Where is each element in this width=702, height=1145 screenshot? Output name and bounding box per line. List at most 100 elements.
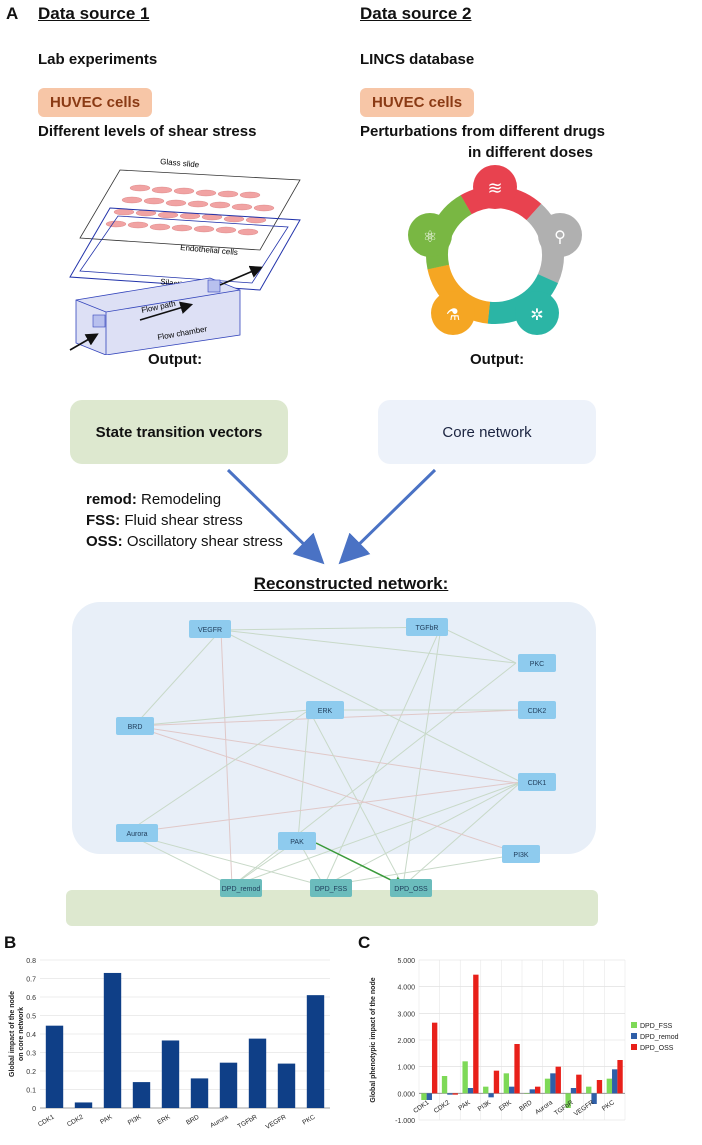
source1-subtitle: Lab experiments bbox=[38, 51, 158, 68]
chart-c-xtick: Aurora bbox=[534, 1099, 554, 1116]
source2-description-line2: in different doses bbox=[468, 144, 594, 161]
node-vegfr-label: VEGFR bbox=[198, 627, 222, 634]
chart-c-xtick: ERK bbox=[498, 1099, 514, 1113]
merge-arrows bbox=[226, 468, 437, 565]
node-aurora-label: Aurora bbox=[126, 831, 147, 838]
node-aurora bbox=[116, 824, 158, 842]
chart-c-xtick: CDK2 bbox=[433, 1099, 452, 1115]
chart-c-bar-dpd-remod bbox=[591, 1093, 597, 1104]
flow-chamber-box bbox=[75, 277, 241, 355]
chart-b-ytick: 0.6 bbox=[26, 995, 36, 1002]
core-network-background bbox=[72, 602, 596, 854]
source1-title: Data source 1 bbox=[38, 4, 150, 23]
chart-b-xtick: PAK bbox=[99, 1113, 114, 1126]
chart-b-bar bbox=[132, 1082, 151, 1108]
node-pak bbox=[278, 832, 316, 850]
node-dpd-fss bbox=[310, 879, 352, 897]
node-pi3k bbox=[502, 845, 540, 863]
chart-c-legend-label: DPD_OSS bbox=[640, 1045, 674, 1052]
chart-c-ytick: 1.000 bbox=[397, 1065, 415, 1072]
node-pi3k-label: PI3K bbox=[513, 852, 529, 859]
chart-c-bar-dpd-remod bbox=[426, 1093, 432, 1100]
chart-c-ytick: 5.000 bbox=[397, 958, 415, 965]
chart-b-ylabel-2: on core network bbox=[18, 1007, 25, 1061]
chart-c-bar-dpd-remod bbox=[509, 1086, 515, 1094]
chart-b-ytick: 0.7 bbox=[26, 977, 36, 984]
chart-c: -1.0000.0001.0002.0003.0004.0005.000CDK1… bbox=[370, 958, 679, 1125]
network-edges bbox=[125, 626, 522, 887]
chart-c-bar-dpd-remod bbox=[529, 1089, 535, 1094]
chart-c-ytick: -1.000 bbox=[395, 1118, 415, 1125]
reconstructed-network-title: Reconstructed network: bbox=[253, 574, 449, 593]
chart-b-bar bbox=[45, 1025, 64, 1108]
arrow-from-state-vectors bbox=[226, 468, 325, 565]
chart-c-bar-dpd-fss bbox=[503, 1073, 510, 1094]
chart-c-xtick: PKC bbox=[601, 1099, 616, 1113]
chart-b-ytick: 0.5 bbox=[26, 1014, 36, 1021]
flow-chamber-illustration: Glass slide Endothelial cells Silastic g… bbox=[69, 157, 301, 355]
glass-slide-label: Glass slide bbox=[160, 157, 200, 169]
source2-output-label: Output: bbox=[470, 351, 525, 368]
chart-b-xtick: ERK bbox=[156, 1113, 172, 1126]
lincs-ring-illustration: ≋ ⚲ ✲ ⚗ ⚛ bbox=[408, 165, 582, 335]
chart-c-bar-dpd-fss bbox=[462, 1061, 468, 1094]
panel-letter-a: A bbox=[6, 4, 19, 23]
chart-b-bar bbox=[219, 1062, 238, 1108]
chart-c-bar-dpd-oss bbox=[596, 1080, 603, 1094]
state-transition-vectors-box: State transition vectors bbox=[70, 400, 288, 464]
molecule-icon: ⚛ bbox=[423, 229, 437, 246]
chart-c-bar-dpd-oss bbox=[534, 1086, 541, 1094]
node-pkc-label: PKC bbox=[530, 661, 544, 668]
chart-c-bar-dpd-fss bbox=[483, 1086, 489, 1094]
node-pkc bbox=[518, 654, 556, 672]
node-dpd-oss bbox=[390, 879, 432, 897]
chart-b-xtick: PKC bbox=[301, 1114, 316, 1127]
chart-c-bar-dpd-remod bbox=[447, 1093, 453, 1095]
legend-remod: remod: Remodeling bbox=[86, 491, 222, 508]
chart-b-ytick: 0.4 bbox=[26, 1032, 36, 1039]
ring-segment-orange bbox=[426, 186, 564, 324]
legend-oss: OSS: Oscillatory shear stress bbox=[86, 533, 283, 550]
chart-b-bar bbox=[74, 1102, 93, 1108]
chart-c-bar-dpd-oss bbox=[617, 1060, 623, 1094]
node-tgfbr bbox=[406, 618, 448, 636]
chart-c-bar-dpd-oss bbox=[452, 1093, 458, 1095]
pills-icon-bg bbox=[515, 291, 559, 335]
chart-c-bar-dpd-fss bbox=[441, 1076, 448, 1094]
legend-fss: FSS: Fluid shear stress bbox=[86, 512, 243, 529]
chart-b-bar bbox=[103, 972, 122, 1108]
chart-c-bar-dpd-remod bbox=[488, 1093, 494, 1098]
chart-c-bar-dpd-remod bbox=[467, 1088, 474, 1094]
chart-c-legend-swatch bbox=[631, 1022, 637, 1028]
ring-segment-green bbox=[426, 186, 564, 324]
chart-c-bar-dpd-remod bbox=[612, 1069, 618, 1094]
chart-c-ytick: 2.000 bbox=[397, 1038, 415, 1045]
source1-description: Different levels of shear stress bbox=[38, 123, 257, 140]
microscope-icon-bg bbox=[538, 213, 582, 257]
node-vegfr bbox=[189, 620, 231, 638]
chart-c-xtick: PAK bbox=[457, 1099, 472, 1112]
chart-b-ylabel: Global impact of the node bbox=[9, 991, 16, 1077]
chart-b-xtick: CDK2 bbox=[66, 1113, 85, 1128]
chart-b-ytick: 0.1 bbox=[26, 1088, 36, 1095]
chart-b-xtick: VEGFR bbox=[265, 1114, 288, 1131]
node-dpd-fss-label: DPD_FSS bbox=[315, 886, 348, 893]
chart-c-bar-dpd-fss bbox=[421, 1093, 427, 1100]
panel-letter-b: B bbox=[4, 933, 17, 952]
chart-c-xtick: TGFbR bbox=[553, 1099, 575, 1117]
chart-b-xtick: Aurora bbox=[209, 1113, 230, 1129]
chart-b-bar bbox=[161, 1040, 180, 1108]
chart-b-ytick: 0 bbox=[32, 1106, 36, 1113]
node-brd-label: BRD bbox=[128, 724, 143, 731]
gasket-inner bbox=[79, 215, 289, 284]
chart-c-xtick: VEGFR bbox=[573, 1099, 596, 1118]
chart-c-bar-dpd-oss bbox=[514, 1044, 520, 1094]
dna-icon: ≋ bbox=[487, 178, 502, 198]
arrow-from-core-network bbox=[338, 468, 437, 565]
source2-subtitle: LINCS database bbox=[360, 51, 475, 68]
node-dpd-remod bbox=[220, 879, 262, 897]
node-erk-label: ERK bbox=[318, 708, 333, 715]
node-dpd-remod-label: DPD_remod bbox=[222, 886, 261, 893]
chart-b-xtick: PI3K bbox=[127, 1113, 143, 1126]
